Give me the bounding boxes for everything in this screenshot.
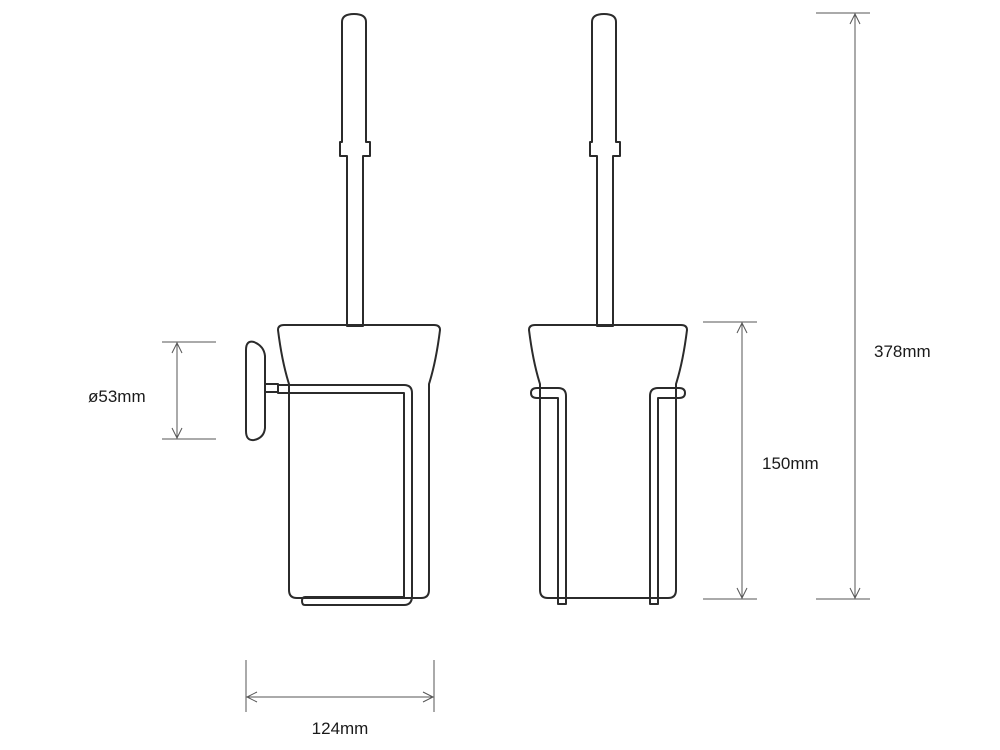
width-label: 124mm bbox=[312, 719, 369, 738]
holder-height-dimension bbox=[703, 321, 757, 600]
front-wire-left bbox=[530, 387, 567, 605]
arrow-down-icon bbox=[849, 587, 861, 600]
side-wire-holder bbox=[277, 384, 413, 606]
arrow-up-icon bbox=[849, 12, 861, 25]
arrow-up-icon bbox=[736, 321, 748, 334]
side-view bbox=[245, 13, 441, 606]
side-glass-container bbox=[277, 324, 441, 599]
side-brush-handle bbox=[339, 13, 371, 327]
arrow-down-icon bbox=[736, 587, 748, 600]
diameter-label: ø53mm bbox=[88, 387, 146, 406]
arrow-down-icon bbox=[171, 427, 183, 440]
diameter-dimension bbox=[162, 341, 216, 440]
front-glass-container bbox=[528, 324, 688, 599]
side-wall-mount bbox=[245, 340, 279, 442]
total-height-label: 378mm bbox=[874, 342, 931, 361]
arrow-left-icon bbox=[245, 691, 258, 703]
front-wire-right bbox=[649, 387, 686, 605]
total-height-dimension bbox=[816, 12, 870, 600]
arrow-right-icon bbox=[422, 691, 435, 703]
holder-height-label: 150mm bbox=[762, 454, 819, 473]
width-dimension bbox=[245, 660, 435, 712]
front-view bbox=[528, 13, 688, 605]
front-brush-handle bbox=[589, 13, 621, 327]
arrow-up-icon bbox=[171, 341, 183, 354]
